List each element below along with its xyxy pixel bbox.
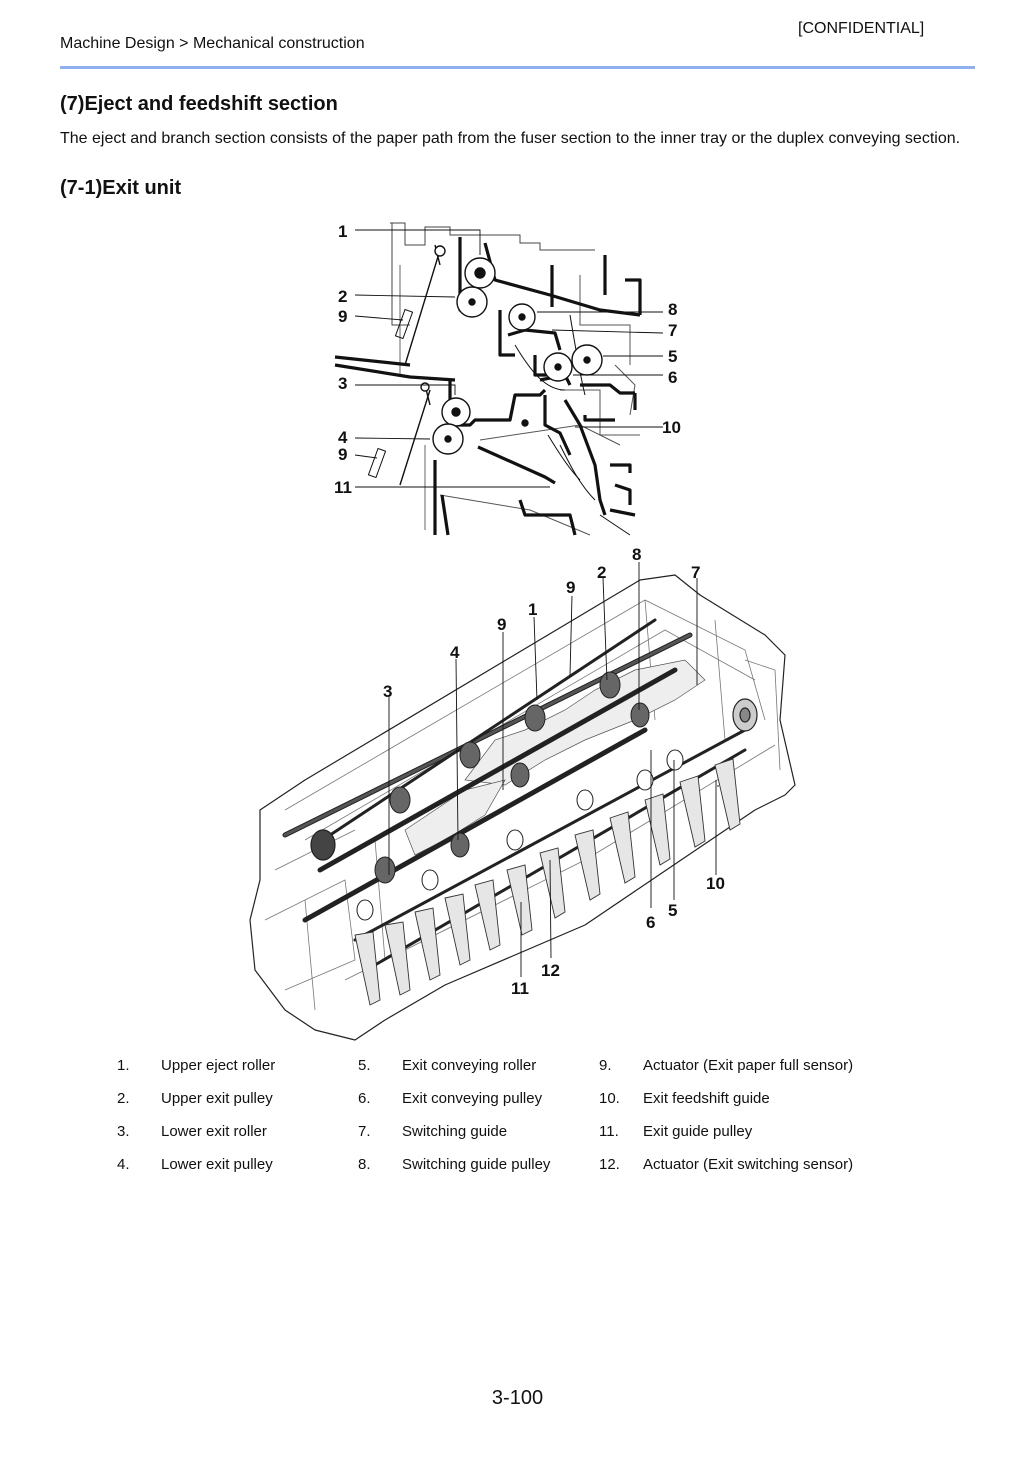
legend-label: Lower exit pulley bbox=[161, 1156, 273, 1173]
callout-9b: 9 bbox=[338, 445, 347, 464]
legend-num: 4. bbox=[117, 1156, 130, 1173]
iso-callout-6: 6 bbox=[646, 913, 655, 932]
legend-label: Actuator (Exit paper full sensor) bbox=[643, 1057, 854, 1074]
legend-num: 11. bbox=[599, 1123, 619, 1140]
legend-label: Upper exit pulley bbox=[161, 1090, 273, 1107]
legend-label: Actuator (Exit switching sensor) bbox=[643, 1156, 854, 1173]
subsection-title: (7-1)Exit unit bbox=[60, 177, 182, 199]
legend-num: 10. bbox=[599, 1090, 620, 1107]
section-intro: The eject and branch section consists of… bbox=[60, 130, 961, 147]
legend-label: Switching guide bbox=[402, 1123, 508, 1140]
legend-num: 8. bbox=[358, 1156, 371, 1173]
callout-4: 4 bbox=[338, 428, 348, 447]
iso-callout-5: 5 bbox=[668, 901, 677, 920]
callout-3: 3 bbox=[338, 374, 347, 393]
iso-callout-11: 11 bbox=[511, 979, 529, 998]
legend-num: 12. bbox=[599, 1156, 620, 1173]
iso-callout-3: 3 bbox=[383, 682, 392, 701]
iso-callout-7: 7 bbox=[691, 563, 700, 582]
legend-num: 9. bbox=[599, 1057, 612, 1074]
breadcrumb: Machine Design > Mechanical construction bbox=[60, 35, 365, 52]
confidential-label: [CONFIDENTIAL] bbox=[798, 20, 925, 37]
legend-label: Upper eject roller bbox=[161, 1057, 276, 1074]
legend-label: Exit feedshift guide bbox=[643, 1090, 770, 1107]
legend-label: Exit conveying roller bbox=[402, 1057, 537, 1074]
callout-8: 8 bbox=[668, 300, 677, 319]
callout-10: 10 bbox=[662, 418, 681, 437]
legend-label: Exit guide pulley bbox=[643, 1123, 753, 1140]
iso-callout-12: 12 bbox=[541, 961, 560, 980]
legend-num: 7. bbox=[358, 1123, 371, 1140]
iso-callout-8: 8 bbox=[632, 545, 641, 564]
iso-callout-9b: 9 bbox=[497, 615, 506, 634]
callout-7: 7 bbox=[668, 321, 677, 340]
callout-9: 9 bbox=[338, 307, 347, 326]
iso-callout-9: 9 bbox=[566, 578, 575, 597]
callout-5: 5 bbox=[668, 347, 677, 366]
legend-num: 2. bbox=[117, 1090, 130, 1107]
callout-1: 1 bbox=[338, 222, 347, 241]
legend-label: Switching guide pulley bbox=[402, 1156, 551, 1173]
callout-11: 11 bbox=[334, 478, 352, 497]
exit-unit-isometric-figure: 8 2 7 9 1 9 4 3 10 6 5 12 11 bbox=[245, 540, 805, 1045]
legend-label: Lower exit roller bbox=[161, 1123, 267, 1140]
callout-6: 6 bbox=[668, 368, 677, 387]
page-number: 3-100 bbox=[491, 1387, 544, 1409]
exit-unit-cross-section-figure: 1 2 9 3 4 9 11 8 7 5 6 10 bbox=[330, 215, 690, 540]
iso-callout-1: 1 bbox=[528, 600, 537, 619]
legend-num: 6. bbox=[358, 1090, 371, 1107]
iso-callout-4: 4 bbox=[450, 643, 460, 662]
legend-label: Exit conveying pulley bbox=[402, 1090, 543, 1107]
iso-callout-2: 2 bbox=[597, 563, 606, 582]
legend-num: 3. bbox=[117, 1123, 130, 1140]
header-divider bbox=[60, 66, 975, 69]
legend-num: 1. bbox=[117, 1057, 130, 1074]
legend-num: 5. bbox=[358, 1057, 371, 1074]
iso-callout-10: 10 bbox=[706, 874, 725, 893]
callout-2: 2 bbox=[338, 287, 347, 306]
section-title: (7)Eject and feedshift section bbox=[60, 93, 338, 115]
